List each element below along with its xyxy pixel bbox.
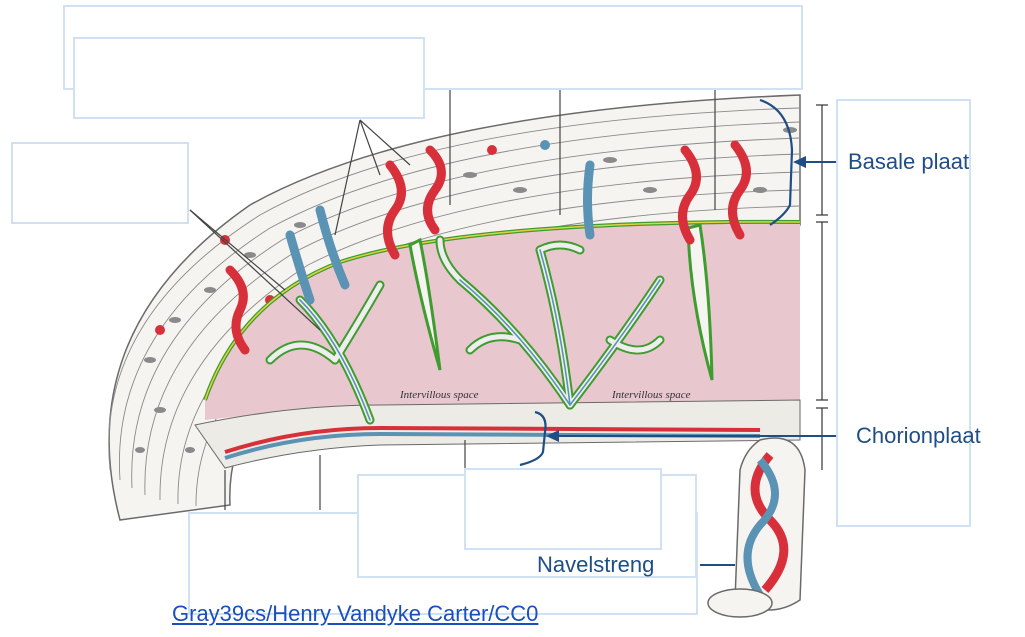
credit-link[interactable]: Gray39cs/Henry Vandyke Carter/CC0	[172, 603, 538, 625]
umbilical-cord-label: Navelstreng	[537, 554, 654, 576]
basal-plate-label: Basale plaat	[848, 151, 969, 173]
label-box-top-left	[73, 37, 425, 119]
intervillous-inscription-left: Intervillous space	[399, 389, 479, 401]
chorionic-plate-label: Chorionplaat	[856, 425, 981, 447]
umbilical-cord	[708, 438, 805, 617]
label-box-left	[11, 142, 189, 224]
intervillous-inscription-right: Intervillous space	[611, 389, 691, 401]
region-brackets	[816, 105, 828, 470]
label-box-bottom-center	[464, 468, 662, 550]
